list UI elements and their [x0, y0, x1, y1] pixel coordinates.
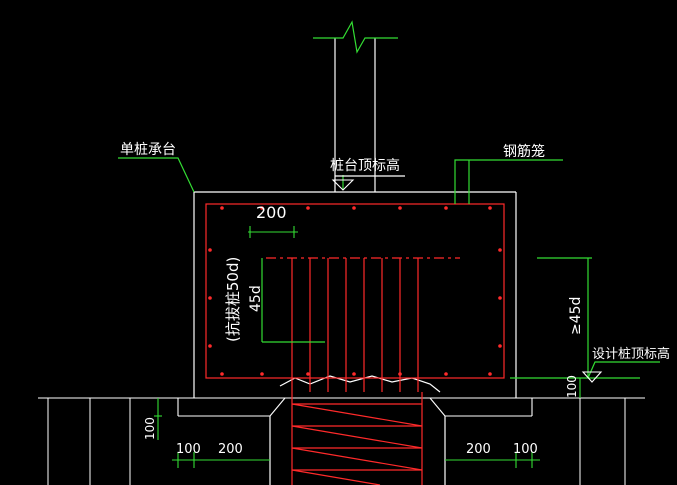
ground-hatching — [47, 398, 626, 485]
rebar-dot — [208, 248, 212, 252]
rebar-dot — [498, 296, 502, 300]
anchor-45d-label: 45d — [248, 285, 264, 312]
cushion-layer — [38, 397, 645, 417]
rebar-dot — [352, 372, 356, 376]
drawing-labels: 单桩承台 桩台顶标高 钢筋笼 设计桩顶标高 (抗拔桩50d) 45d ≥45d … — [120, 141, 670, 457]
rebar-dot — [488, 372, 492, 376]
dim-left-100: 100 — [176, 442, 201, 457]
dim-right-100-vertical: 100 — [565, 375, 579, 398]
rebar-dot — [220, 372, 224, 376]
rebar-dot — [444, 372, 448, 376]
pile-top-elevation-marker — [581, 371, 603, 383]
leader-design-pile-top — [587, 361, 660, 379]
column-break-line — [313, 20, 398, 54]
rebar-dot — [260, 372, 264, 376]
leader-single-pile-cap — [118, 157, 195, 193]
rebar-dot — [352, 206, 356, 210]
dimension-lines — [154, 226, 581, 468]
dim-right-100: 100 — [513, 442, 538, 457]
rebar-dots — [208, 206, 502, 376]
dim-right-200: 200 — [466, 442, 491, 457]
min-45d-label: ≥45d — [568, 297, 584, 335]
rebar-dot — [220, 206, 224, 210]
cap-top-elevation-label: 桩台顶标高 — [330, 157, 400, 174]
cap-rebar — [205, 203, 505, 379]
anchor-length-label: (抗拔桩50d) — [224, 257, 242, 342]
rebar-cage-label: 钢筋笼 — [503, 143, 545, 160]
design-pile-top-label: 设计桩顶标高 — [592, 346, 670, 362]
rebar-dot — [444, 206, 448, 210]
rebar-dot — [398, 206, 402, 210]
rebar-dot — [208, 344, 212, 348]
cap-top-elevation-marker — [331, 179, 355, 191]
rebar-dot — [260, 206, 264, 210]
single-pile-cap-label: 单桩承台 — [120, 141, 176, 158]
dim-left-100-vertical: 100 — [143, 417, 157, 440]
dim-top-200: 200 — [256, 203, 287, 222]
dim-left-200: 200 — [218, 442, 243, 457]
annotation-leaders — [118, 157, 660, 379]
column — [334, 38, 376, 192]
rebar-dot — [306, 372, 310, 376]
pile-cap-outline — [193, 191, 517, 398]
rebar-dot — [498, 248, 502, 252]
pile-rebar-cage — [291, 258, 423, 485]
rebar-dot — [208, 296, 212, 300]
leader-rebar-cage — [454, 159, 563, 204]
rebar-dot — [488, 206, 492, 210]
pile — [269, 375, 446, 485]
rebar-dot — [306, 206, 310, 210]
rebar-dot — [498, 344, 502, 348]
